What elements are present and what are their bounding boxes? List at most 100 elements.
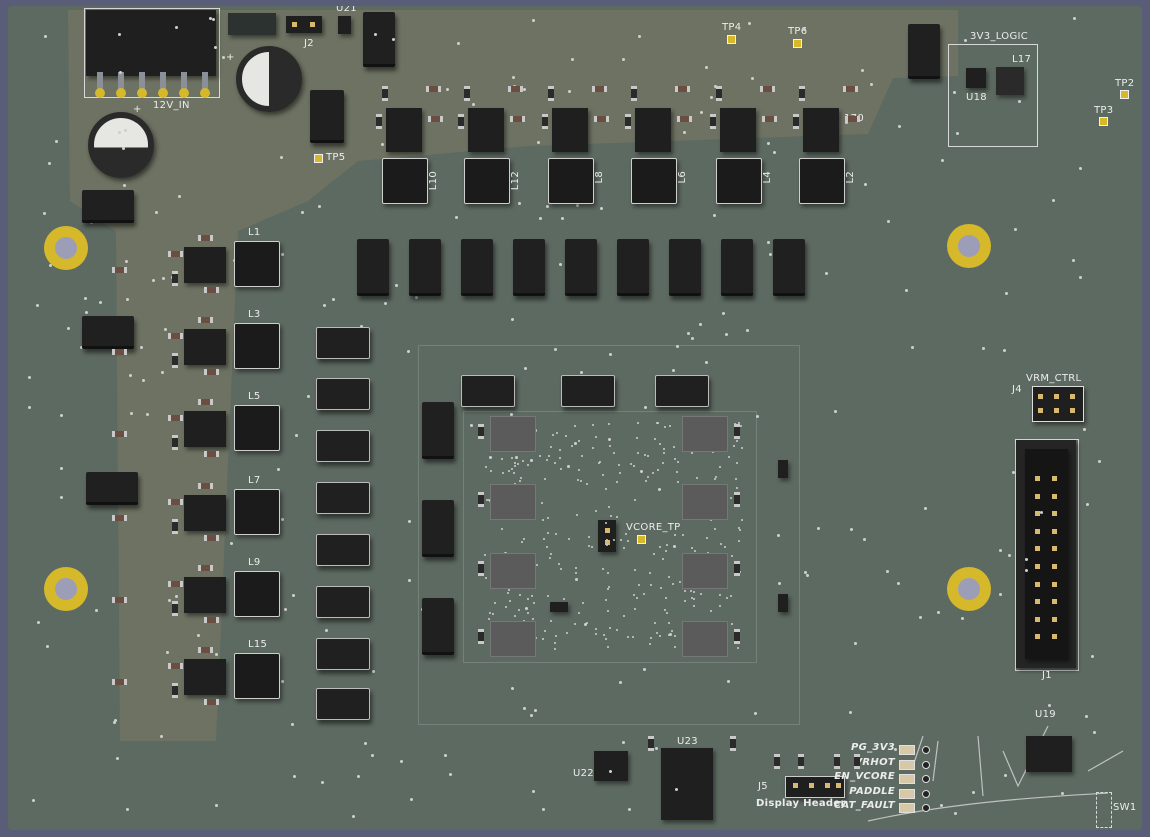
power-stage-mosfet [461,239,493,296]
via [860,69,864,73]
via [664,425,667,428]
via [322,303,326,307]
via [576,478,579,481]
via [568,538,571,541]
capacitor [458,114,464,129]
via [676,344,680,348]
via [739,528,742,531]
phase-controller-chip [386,108,422,152]
via [566,631,569,634]
via [119,70,123,74]
resistor [112,515,127,521]
via [209,16,213,20]
via [370,754,374,758]
test-point-tp4[interactable] [727,35,736,44]
via [151,278,155,282]
inductor [234,241,280,287]
test-point-tp2[interactable] [1120,90,1129,99]
display-header-j5[interactable] [785,776,845,798]
via [539,217,543,221]
via [637,452,640,454]
copper-pour [68,10,1124,822]
via [529,713,533,717]
via [508,589,511,592]
via [94,609,98,613]
via [897,125,901,129]
via [508,469,511,472]
via [972,790,976,794]
via [518,202,522,206]
via [714,527,717,530]
capacitor [478,424,484,439]
via [609,626,611,629]
vcore-tp-header[interactable] [598,520,616,552]
via [767,142,771,146]
capacitor [734,424,740,439]
test-point-tp6[interactable] [793,39,802,48]
via [160,371,164,375]
via [553,347,557,351]
via [683,130,687,134]
via [607,609,610,612]
via [670,629,673,632]
via [693,605,696,608]
via [606,571,609,574]
via [602,634,605,637]
via [1092,730,1096,734]
via [1061,791,1065,795]
via [621,740,625,744]
via [700,111,704,115]
j2-header[interactable] [286,16,322,33]
polymer-capacitor [461,375,515,407]
via [644,453,647,456]
via [620,539,623,542]
via [664,596,667,599]
inductor [234,405,280,451]
test-point-tp3[interactable] [1099,117,1108,126]
via [46,644,50,648]
via [726,679,730,683]
via [531,594,533,597]
u21-label: U21 [336,6,357,14]
header-pin [1052,599,1057,605]
via [1047,704,1051,708]
via [486,499,489,502]
via [80,345,84,349]
polymer-capacitor [561,375,615,407]
resistor [198,565,213,571]
via [394,284,398,288]
via [618,472,621,475]
via [696,476,699,479]
via [512,471,515,474]
via [177,195,181,199]
power-stage-mosfet [565,239,597,296]
power-input-connector[interactable] [86,10,216,76]
capacitor [648,736,654,751]
via [568,90,572,94]
via [84,297,88,301]
via [517,608,520,611]
via [605,637,608,640]
via [689,590,692,593]
via [37,621,41,625]
via [644,479,647,482]
sw1-switch[interactable] [1096,792,1112,828]
vrm-ctrl-header-j4[interactable] [1032,386,1084,422]
capacitor [382,86,388,101]
via [571,57,575,61]
via [117,131,121,135]
resistor [112,431,127,437]
via [484,577,487,580]
resistor [112,267,127,273]
via [615,516,618,519]
capacitor [478,561,484,576]
via [513,464,516,467]
via [664,608,667,611]
via [230,542,234,546]
vcore-test-point[interactable] [637,535,646,544]
via [491,612,494,615]
via [627,539,630,542]
logo-outline [867,725,1124,822]
resistor [198,317,213,323]
test-point-tp5[interactable] [314,154,323,163]
